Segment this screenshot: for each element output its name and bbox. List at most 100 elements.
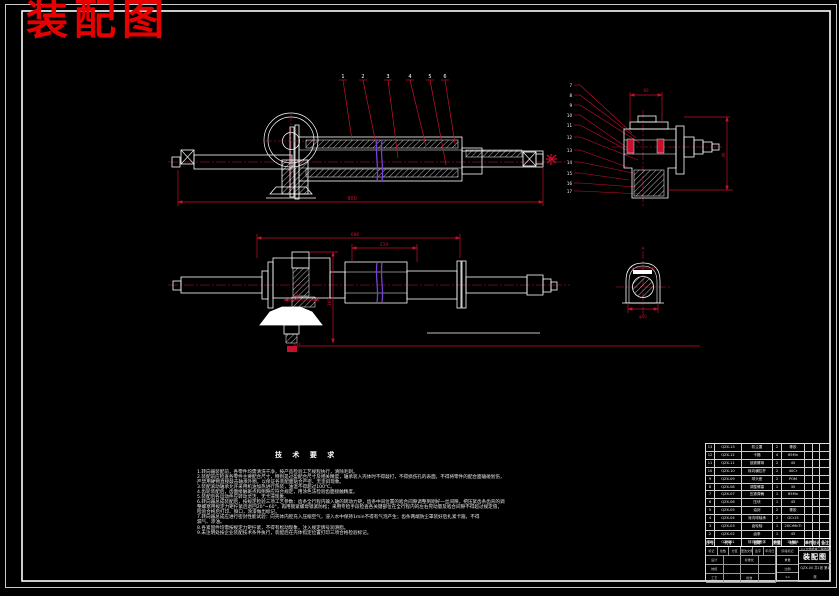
- bom-qty: 2: [773, 507, 782, 515]
- bom-unit: [805, 515, 813, 523]
- technical-requirement-line: 3.装配滚动轴承允许采用机油加热进行热装，油温不得超过100℃。: [197, 485, 335, 491]
- bom-remark: [820, 530, 831, 538]
- field-blank: [724, 556, 741, 564]
- bom-remark: [820, 499, 831, 507]
- bom-qty: 1: [773, 483, 782, 491]
- bom-seq: 12: [706, 451, 715, 459]
- bom-code: QZX-05: [715, 507, 742, 515]
- callout-number: 5: [428, 74, 431, 80]
- bom-remark: [820, 491, 831, 499]
- bom-row: 10 QZX-10 转向横拉杆 2 40Cr: [706, 467, 831, 476]
- technical-requirement-line: 6.转向器总成装配后，按规定检验三项工艺参数：齿条全行程内输入轴的转动力矩，齿条…: [197, 500, 505, 506]
- drawing-number-value: QZX-00: [800, 566, 814, 570]
- field-check: 校核: [706, 565, 724, 573]
- bom-remark: [820, 507, 831, 515]
- dimension-value: 686: [351, 232, 360, 238]
- bom-unit: [805, 499, 813, 507]
- callout-number: 11: [567, 123, 573, 128]
- bom-material: 橡胶: [782, 507, 805, 515]
- field-stage: 阶段标记: [777, 547, 798, 556]
- technical-requirement-line: 整螺塞用规定力矩拧紧后退回20°~60°，再用锁紧螺母锁紧防松；采用专检手段检查…: [197, 505, 502, 511]
- bom-material: 65Mn: [782, 491, 805, 499]
- bottom-assembly-view: 686 219 169 M14: [168, 232, 700, 352]
- title-block-region: 13 QZX-13 防尘罩 2 橡胶 12 QZX-12 卡箍 4 65Mn 1…: [705, 443, 831, 583]
- technical-requirement-line: 检验合格后打印、铆口，涂漆做出标记。: [197, 510, 280, 516]
- top-assembly-view: 1 2 3 4 5 6 900: [168, 74, 566, 206]
- bom-qty: 1: [773, 530, 782, 538]
- side-view-callout-numbers: 7 8 9 10 11 12 13 14 15 16 17: [567, 83, 573, 194]
- field-change-doc: 更改文件号: [741, 547, 753, 555]
- field-blank: [741, 565, 759, 573]
- bom-unit: [805, 483, 813, 491]
- boot-dimension: [283, 292, 320, 302]
- field-date: 年月日: [765, 547, 777, 555]
- bom-material: 45: [782, 530, 805, 538]
- field-blank: [759, 565, 776, 573]
- bom-total: [813, 507, 820, 515]
- bom-seq: 9: [706, 475, 715, 483]
- bom-table: 13 QZX-13 防尘罩 2 橡胶 12 QZX-12 卡箍 4 65Mn 1…: [706, 444, 831, 547]
- dimension-value: 96: [721, 152, 726, 158]
- bom-name: 转向横拉杆: [742, 467, 773, 475]
- red-star-marker: [546, 154, 557, 165]
- field-approve: 批准: [741, 574, 759, 582]
- dimension-value: 219: [380, 242, 389, 248]
- bom-name: 压紧弹簧: [742, 491, 773, 499]
- bom-material: 45: [782, 499, 805, 507]
- stem-dimension-marker: [287, 346, 297, 352]
- field-sign: 签字: [753, 547, 765, 555]
- bom-row: 12 QZX-12 卡箍 4 65Mn: [706, 451, 831, 460]
- assembly-drawing-stamp: 装配图: [26, 0, 171, 44]
- bom-name: 防尘罩: [742, 444, 773, 451]
- side-view-top-dimension: [629, 92, 663, 122]
- bom-header-row: 序号 代号 名称 数量 材料 单件 总计 备注: [706, 538, 831, 547]
- bom-qty: 1: [773, 523, 782, 530]
- title-block-name-column: ××大学机械工程学院 机械设计制造及其自动化专业 装配图 QZX-00 共1张 …: [799, 547, 831, 582]
- bom-header-remark: 备注: [820, 539, 831, 546]
- side-section-view: 7 8 9 10 11 12 13 14 15 16 17: [567, 83, 733, 206]
- bom-qty: 2: [773, 444, 782, 451]
- bom-name: 球头座: [742, 475, 773, 483]
- sheet-count: 共1张 第1张: [813, 566, 830, 579]
- callout-number: 1: [341, 74, 344, 80]
- bom-row: 13 QZX-13 防尘罩 2 橡胶: [706, 444, 831, 452]
- side-view-callout-leaders: [574, 84, 642, 195]
- bom-name: 调整螺塞: [742, 483, 773, 491]
- bom-name: 压块: [742, 499, 773, 507]
- bom-name: 齿轮轴: [742, 523, 773, 530]
- bom-name: 油封: [742, 507, 773, 515]
- bom-material: 40Cr: [782, 467, 805, 475]
- end-view: A φ40: [616, 246, 670, 319]
- callout-number: 12: [567, 135, 573, 140]
- bom-header-qty: 数量: [773, 539, 782, 546]
- bottom-view-height-dimension: [309, 251, 338, 344]
- bom-seq: 8: [706, 483, 715, 491]
- dimension-value: 900: [347, 196, 357, 202]
- sheet-frame: [5, 4, 837, 588]
- bom-code: QZX-12: [715, 451, 742, 459]
- bom-remark: [820, 451, 831, 459]
- callout-number: 4: [408, 74, 411, 80]
- field-mark: 标记: [706, 547, 718, 555]
- bom-total: [813, 444, 820, 451]
- bom-material: POM: [782, 475, 805, 483]
- scale-value: 1:1: [777, 573, 798, 582]
- technical-requirement-line: 漏气、渗油。: [197, 520, 225, 526]
- field-standard: 标准化: [741, 556, 759, 564]
- technical-requirement-line: 7.转向器总成应进行密封性能试验：向壳体内腔充入压缩空气，浸入水中保持1min不…: [197, 515, 480, 521]
- callout-number: 10: [567, 113, 573, 118]
- top-view-callout-leaders: [339, 79, 457, 166]
- bom-unit: [805, 530, 813, 538]
- bom-unit: [805, 444, 813, 451]
- field-craft: 工艺: [706, 574, 724, 582]
- bom-material: 45: [782, 459, 805, 467]
- bom-header-seq: 序号: [706, 539, 715, 546]
- bom-total: [813, 475, 820, 483]
- field-weight: 重量: [777, 556, 798, 565]
- bom-unit: [805, 475, 813, 483]
- bom-remark: [820, 444, 831, 451]
- callout-number: 6: [443, 74, 446, 80]
- bom-total: [813, 459, 820, 467]
